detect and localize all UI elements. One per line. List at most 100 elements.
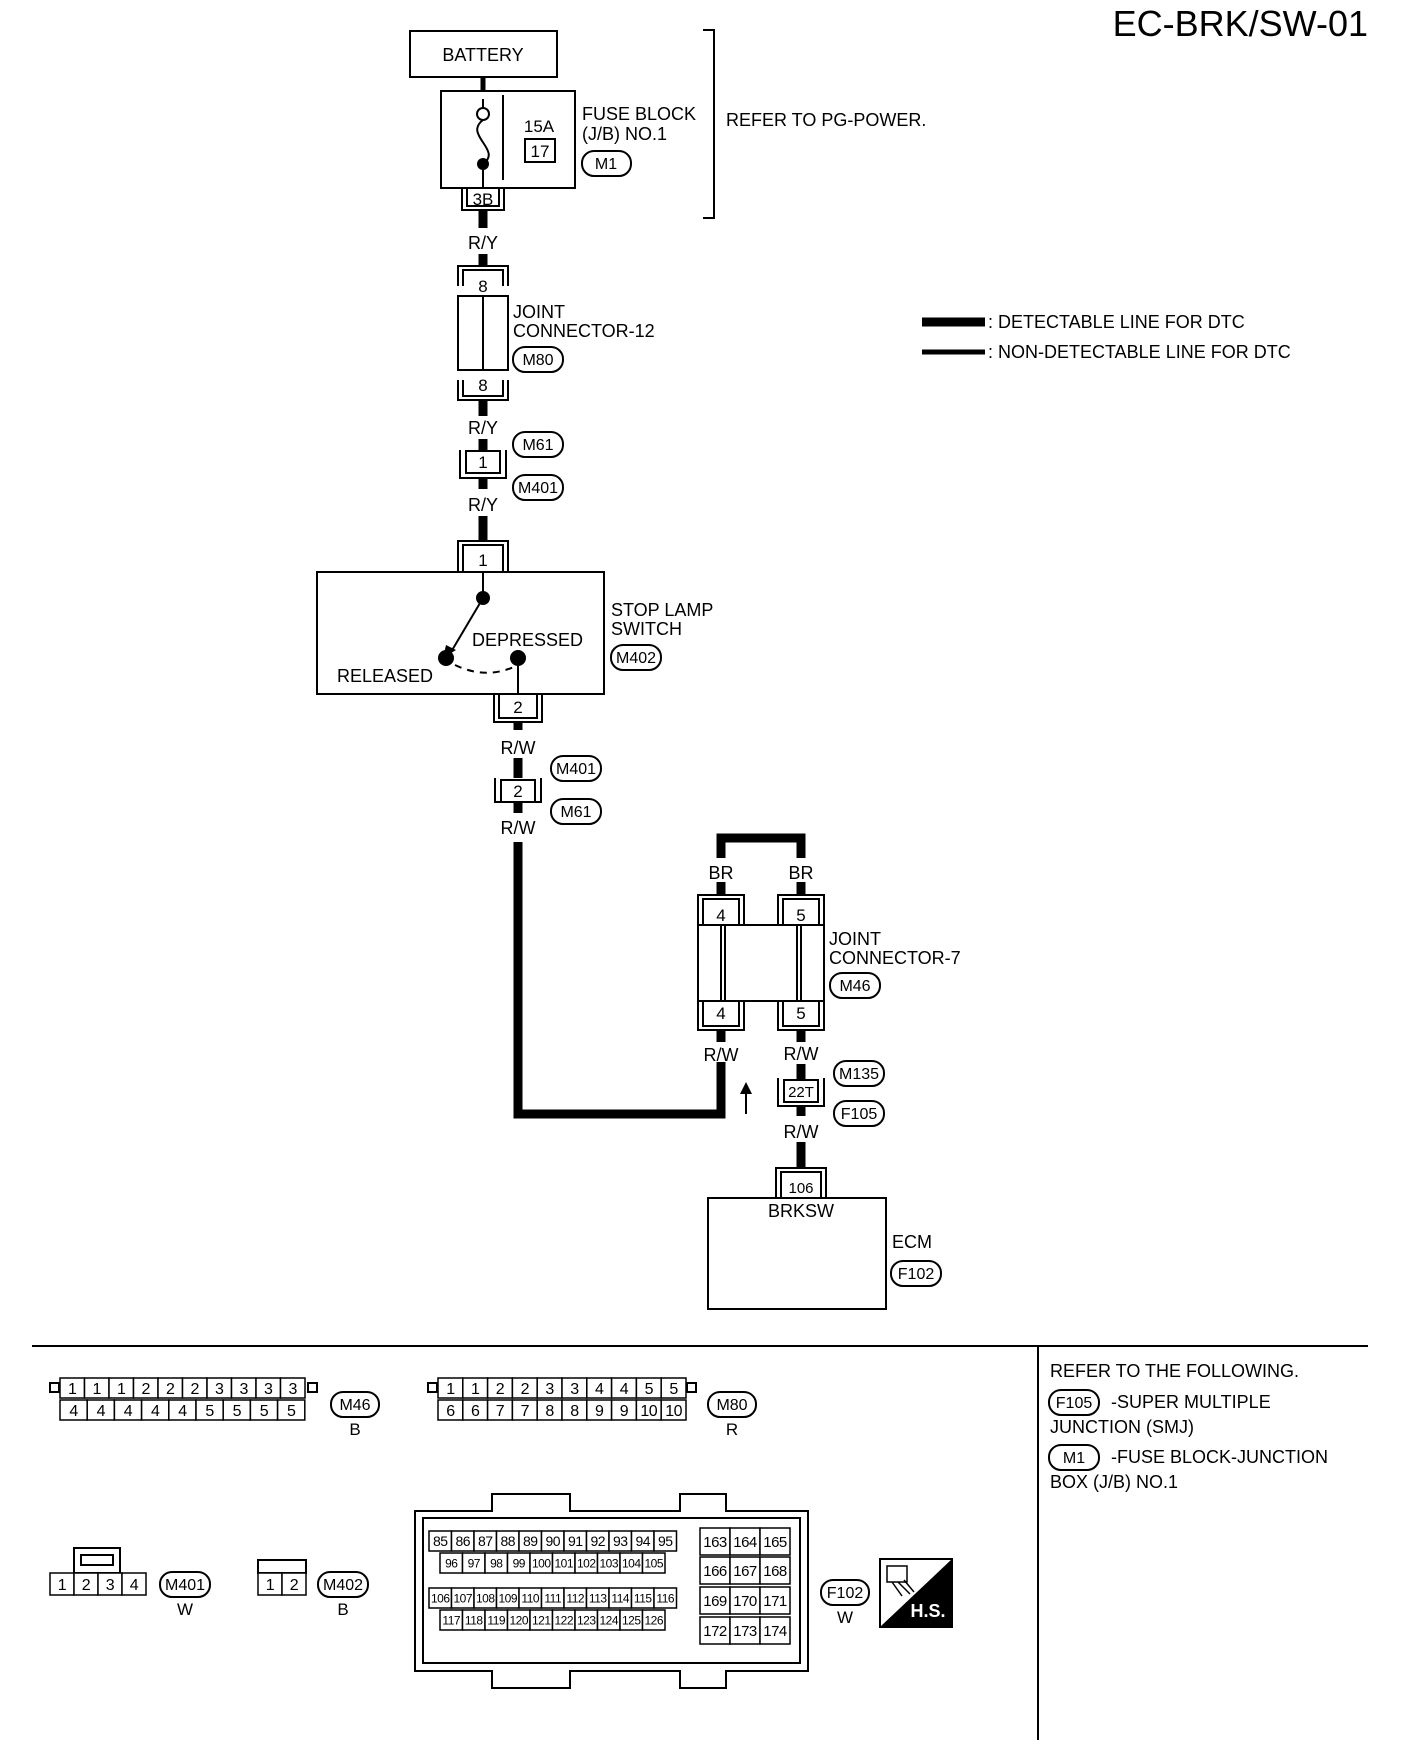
f102-pin-label: 124 — [599, 1613, 618, 1627]
battery-label: BATTERY — [442, 45, 523, 65]
m46-pin-label: 4 — [151, 1403, 160, 1420]
f102-pin-cell — [699, 1586, 731, 1615]
legend-detectable: : DETECTABLE LINE FOR DTC — [988, 312, 1245, 332]
f102-pin-label: 172 — [703, 1623, 727, 1640]
f102-pin-label: 99 — [513, 1556, 526, 1570]
m80-id-tag: M80 — [716, 1397, 747, 1414]
refer-m1-line1: -FUSE BLOCK-JUNCTION — [1111, 1447, 1328, 1467]
jc12-name-1: JOINT — [513, 302, 565, 322]
f102-pin-cell — [699, 1616, 731, 1645]
f102-pin-label: 106 — [431, 1591, 450, 1605]
ecm-pin: 106 — [788, 1180, 813, 1197]
m80-pin-label: 5 — [669, 1381, 678, 1398]
m401-pin-label: 4 — [130, 1577, 139, 1594]
f102-pin-label: 111 — [544, 1591, 562, 1605]
m402-pin-label: 1 — [266, 1577, 275, 1594]
inline-pin-1: 1 — [478, 453, 487, 472]
m80-pin-label: 4 — [620, 1381, 629, 1398]
m80-pin-label: 3 — [545, 1381, 554, 1398]
f102-pin-cell — [759, 1616, 791, 1645]
f102-pin-label: 167 — [733, 1563, 757, 1580]
stop-lamp-conn-tag: M402 — [616, 650, 656, 667]
refer-title: REFER TO THE FOLLOWING. — [1050, 1361, 1299, 1381]
ecm-terminal: BRKSW — [768, 1201, 834, 1221]
f102-pin-label: 107 — [453, 1591, 472, 1605]
m46-id-tag: M46 — [339, 1397, 370, 1414]
hs-symbol-icon: H.S. — [879, 1558, 953, 1628]
fuse-conn-tag: M1 — [595, 156, 617, 173]
f102-color: W — [837, 1608, 853, 1627]
f102-pin-cell — [653, 1587, 678, 1609]
f102-pin-label: 118 — [465, 1613, 483, 1627]
m46-pin-label: 1 — [117, 1381, 126, 1398]
stop-lamp-depressed: DEPRESSED — [472, 630, 583, 650]
m402-id-tag: M402 — [323, 1577, 363, 1594]
wire-rw-1: R/W — [501, 738, 536, 758]
f102-pin-cell — [699, 1527, 731, 1556]
f102-pin-label: 113 — [589, 1591, 607, 1605]
f102-pin-label: 104 — [622, 1556, 641, 1570]
f102-pin-label: 91 — [568, 1533, 583, 1549]
f102-pin-cell — [653, 1530, 678, 1552]
f102-pin-label: 114 — [611, 1591, 629, 1605]
f102-pin-label: 101 — [554, 1556, 573, 1570]
m80-pin-label: 9 — [620, 1403, 629, 1420]
m80-pin-label: 7 — [496, 1403, 505, 1420]
m401-tag-2: M401 — [556, 761, 596, 778]
jc12-pin-bottom: 8 — [478, 376, 487, 395]
fuse-number: 17 — [531, 142, 550, 161]
m61-tag-2: M61 — [560, 804, 591, 821]
m80-pin-cell — [660, 1377, 687, 1399]
m80-color: R — [726, 1420, 738, 1439]
m80-pin-label: 10 — [665, 1403, 682, 1420]
jc7-name-1: JOINT — [829, 929, 881, 949]
stop-lamp-pin-1: 1 — [478, 551, 487, 570]
refer-f105-line2: JUNCTION (SMJ) — [1050, 1417, 1194, 1437]
hs-label: H.S. — [910, 1601, 945, 1621]
m80-pin-label: 2 — [496, 1381, 505, 1398]
legend-non-detectable: : NON-DETECTABLE LINE FOR DTC — [988, 342, 1291, 362]
f102-pin-cell — [641, 1609, 666, 1631]
m80-pin-label: 10 — [640, 1403, 657, 1420]
jc12-name-2: CONNECTOR-12 — [513, 321, 655, 341]
refer-f105-line1: -SUPER MULTIPLE — [1111, 1392, 1271, 1412]
f102-pin-label: 100 — [532, 1556, 551, 1570]
stop-lamp-pin-2: 2 — [513, 698, 522, 717]
f102-pin-label: 173 — [733, 1623, 757, 1640]
f102-pin-label: 103 — [599, 1556, 618, 1570]
jc7-conn-tag: M46 — [839, 978, 870, 995]
f102-pin-label: 87 — [478, 1533, 493, 1549]
wire-br-2: BR — [788, 863, 813, 883]
f102-pin-label: 95 — [658, 1533, 673, 1549]
m80-pin-label: 3 — [570, 1381, 579, 1398]
fuse-name-1: FUSE BLOCK — [582, 104, 696, 124]
m46-pin-cell — [279, 1377, 306, 1399]
m402-pin-cell — [281, 1572, 307, 1596]
inline-pin-22t: 22T — [788, 1084, 814, 1101]
terminal-3b: 3B — [473, 190, 494, 209]
f102-pin-label: 109 — [498, 1591, 517, 1605]
stop-lamp-name-1: STOP LAMP — [611, 600, 713, 620]
wire-rw-5: R/W — [784, 1122, 819, 1142]
f102-pin-label: 116 — [656, 1591, 674, 1605]
f102-pin-label: 169 — [703, 1593, 727, 1610]
m80-pin-cell — [660, 1399, 687, 1421]
f102-pin-cell — [759, 1527, 791, 1556]
wire-br-1: BR — [708, 863, 733, 883]
f102-pin-label: 92 — [590, 1533, 605, 1549]
f102-pin-label: 164 — [733, 1534, 757, 1551]
m46-pin-label: 3 — [240, 1381, 249, 1398]
f102-pin-label: 166 — [703, 1563, 727, 1580]
m46-pin-label: 3 — [289, 1381, 298, 1398]
f102-pin-label: 171 — [763, 1593, 787, 1610]
m46-pin-label: 2 — [191, 1381, 200, 1398]
inline-pin-2: 2 — [513, 782, 522, 801]
f102-pin-label: 168 — [763, 1563, 787, 1580]
m80-pin-label: 8 — [570, 1403, 579, 1420]
f102-pin-label: 96 — [445, 1556, 458, 1570]
m46-pin-label: 1 — [93, 1381, 102, 1398]
